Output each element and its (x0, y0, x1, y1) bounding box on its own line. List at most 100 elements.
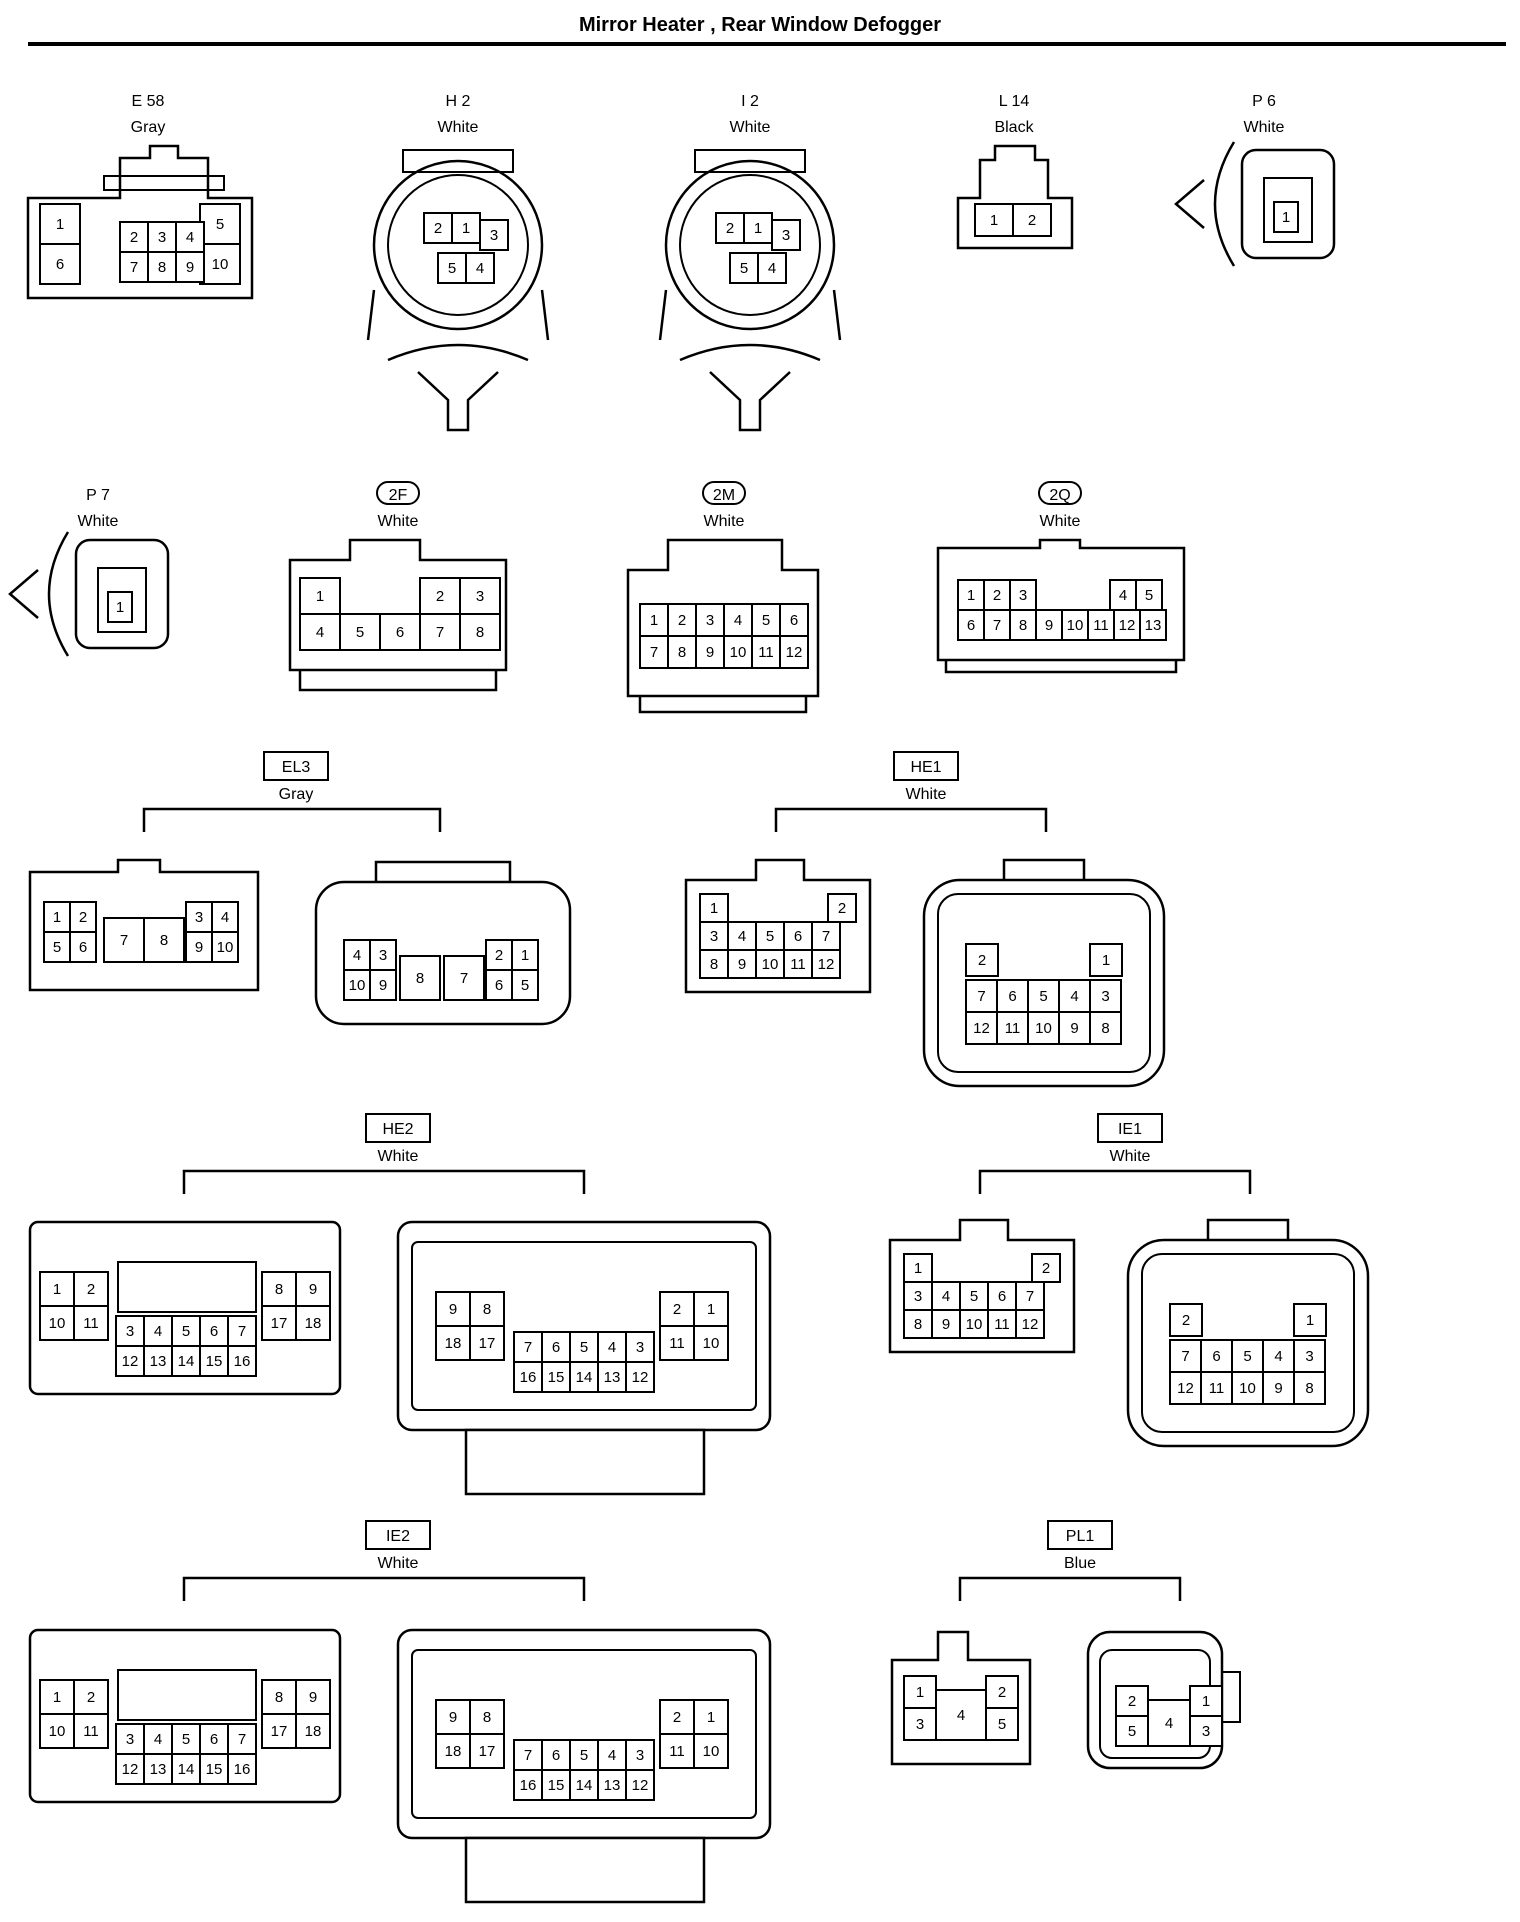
female-inner (937, 893, 1151, 1073)
pin-cell (115, 1753, 145, 1785)
junction-color: White (1110, 1148, 1151, 1165)
pin-label: 5 (580, 1747, 588, 1764)
connector-color: White (1040, 513, 1081, 530)
pin-label: 3 (1202, 1723, 1210, 1740)
housing-ring (664, 159, 836, 331)
pin-label: 4 (608, 1747, 616, 1764)
pin-label: 1 (710, 900, 718, 917)
pin-label: 3 (1305, 1348, 1313, 1365)
junction-color: Blue (1064, 1555, 1096, 1572)
pin-label: 7 (460, 970, 468, 987)
pin-label: 2 (87, 1281, 95, 1298)
pin-cell (771, 219, 801, 251)
pin-cell (1169, 1339, 1202, 1373)
skirt (944, 660, 1178, 674)
pin-label: 7 (1026, 1288, 1034, 1305)
pin-cell (511, 939, 539, 971)
pin-cell (211, 931, 239, 963)
junction-color: Gray (279, 786, 314, 803)
pin-label: 3 (916, 1716, 924, 1733)
pin-label: 1 (53, 1281, 61, 1298)
pin-label: 3 (379, 947, 387, 964)
clip-arc (1213, 141, 1236, 267)
pin-label: 4 (1274, 1348, 1282, 1365)
pin-label: 5 (580, 1339, 588, 1356)
female-inner (411, 1241, 757, 1411)
pin-label: 6 (79, 939, 87, 956)
pin-label: 2 (1042, 1260, 1050, 1277)
pin-label: 6 (210, 1323, 218, 1340)
pin-cell (597, 1769, 627, 1801)
pin-label: 15 (206, 1353, 223, 1370)
pin-label: 4 (154, 1731, 162, 1748)
pin-label: 9 (309, 1281, 317, 1298)
connector-id: E 58 (132, 93, 165, 110)
pin-label: 11 (83, 1315, 99, 1332)
junction-id-box (263, 751, 329, 781)
cavity (97, 567, 147, 633)
pin-cell (751, 603, 781, 637)
pin-label: 8 (275, 1689, 283, 1706)
pin-label: 4 (942, 1288, 950, 1305)
pin-cell (625, 1361, 655, 1393)
pin-label: 4 (476, 260, 484, 277)
pin-label: 1 (754, 220, 762, 237)
pin-label: 9 (942, 1316, 950, 1333)
pin-label: 7 (524, 1339, 532, 1356)
pin-cell (469, 1325, 505, 1361)
pin-label: 16 (520, 1777, 537, 1794)
pin-label: 1 (1102, 952, 1110, 969)
pin-label: 9 (309, 1689, 317, 1706)
pin-label: 17 (271, 1315, 288, 1332)
pin-label: 6 (998, 1288, 1006, 1305)
pin-cell (1293, 1303, 1327, 1337)
pin-cell (751, 635, 781, 669)
female-latch (1206, 1218, 1290, 1240)
pin-label: 1 (990, 212, 998, 229)
connector-color: White (78, 513, 119, 530)
pin-label: 4 (768, 260, 776, 277)
junction-color: White (378, 1555, 419, 1572)
pin-label: 4 (608, 1339, 616, 1356)
pin-cell (1293, 1339, 1326, 1373)
pin-cell (699, 893, 729, 923)
pin-label: 8 (416, 970, 424, 987)
pin-cell (1089, 979, 1122, 1013)
junction-bracket (182, 1576, 586, 1601)
pin-label: 4 (1165, 1715, 1173, 1732)
pin-cell (227, 1723, 257, 1755)
pin-cell (1139, 609, 1167, 641)
pin-label: 2 (993, 587, 1001, 604)
pin-label: 13 (150, 1353, 167, 1370)
pin-label: 18 (305, 1315, 322, 1332)
clip-arrow (8, 569, 39, 619)
pin-cell (723, 603, 753, 637)
pin-cell (343, 969, 371, 1001)
connector-id-oval (1038, 481, 1082, 505)
pin-cell (39, 243, 81, 285)
pin-label: 10 (217, 939, 234, 956)
pin-cell (143, 1753, 173, 1785)
connector-color: White (730, 119, 771, 136)
pin-label: 9 (195, 939, 203, 956)
pin-label: 7 (238, 1731, 246, 1748)
pin-label: 3 (706, 612, 714, 629)
pin-cell (1273, 201, 1299, 233)
pin-label: 6 (794, 928, 802, 945)
pin-label: 1 (914, 1260, 922, 1277)
female-tab (464, 1836, 706, 1904)
pin-label: 4 (186, 229, 194, 246)
pin-cell (437, 252, 467, 284)
pin-cell (513, 1769, 543, 1801)
pin-label: 4 (734, 612, 742, 629)
junction-color: White (378, 1148, 419, 1165)
pin-cell (261, 1713, 297, 1749)
pin-label: 11 (1209, 1380, 1225, 1397)
pin-label: 3 (158, 229, 166, 246)
pin-label: 7 (822, 928, 830, 945)
pin-cell (699, 921, 729, 951)
connector-color: White (378, 513, 419, 530)
connector-id: L 14 (999, 93, 1030, 110)
